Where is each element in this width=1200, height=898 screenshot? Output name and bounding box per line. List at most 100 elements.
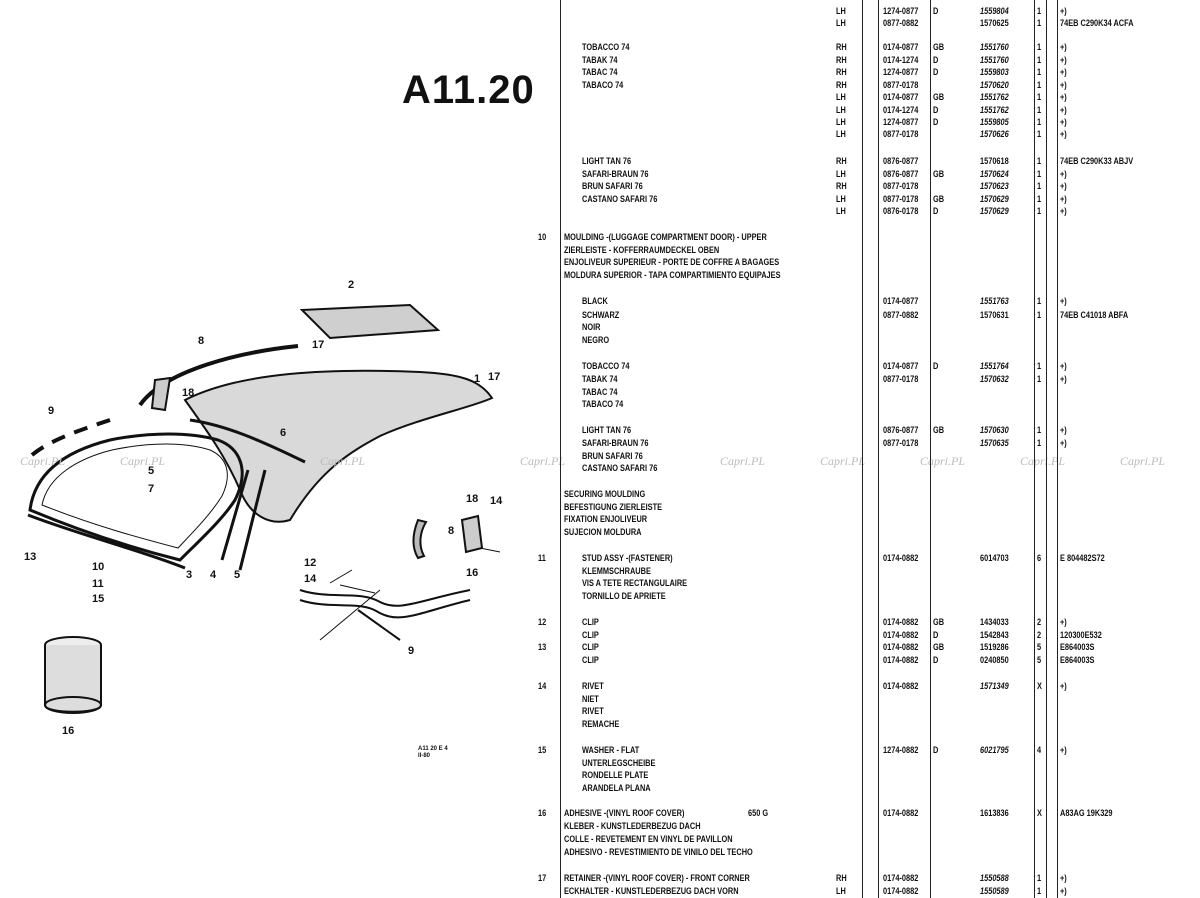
table-cell-item: 12 (538, 617, 547, 627)
column-rule (930, 0, 931, 898)
table-cell-date: 0174-0882 (883, 886, 919, 896)
table-cell-qty: 1 (1037, 181, 1042, 191)
table-cell-date: 0174-0877 (883, 42, 919, 52)
table-cell-desc: ECKHALTER - KUNSTLEDERBEZUG DACH VORN (564, 886, 739, 896)
table-cell-part: 1434033 (980, 617, 1009, 627)
table-cell-desc: NEGRO (582, 335, 610, 345)
table-cell-qty: 1 (1037, 296, 1042, 306)
callout-7: 7 (148, 483, 154, 495)
table-cell-part: 1570624 (980, 169, 1009, 179)
callout-3: 3 (186, 569, 192, 581)
table-cell-desc: ARANDELA PLANA (582, 783, 651, 793)
table-cell-part: 1542843 (980, 630, 1009, 640)
callout-17b: 17 (488, 371, 500, 383)
table-cell-mkt: D (933, 361, 939, 371)
table-cell-mkt: D (933, 745, 939, 755)
table-cell-desc: SUJECION MOLDURA (564, 527, 642, 537)
table-cell-qty: 1 (1037, 18, 1042, 28)
table-cell-desc: TABAK 74 (582, 374, 618, 384)
table-cell-note: +) (1060, 169, 1067, 179)
table-cell-side: LH (836, 194, 846, 204)
table-cell-qty: 1 (1037, 310, 1042, 320)
watermark: Capri.PL (720, 454, 766, 468)
table-cell-item: 16 (538, 808, 547, 818)
table-cell-mkt: D (933, 105, 939, 115)
table-cell-item: 10 (538, 232, 547, 242)
table-cell-desc: TABAC 74 (582, 67, 618, 77)
table-cell-desc: TABACO 74 (582, 399, 624, 409)
watermark: Capri.PL (820, 454, 866, 468)
table-cell-note: +) (1060, 206, 1067, 216)
windscreen-frame (28, 432, 244, 562)
table-cell-desc: RIVET (582, 706, 604, 716)
callout-1: 1 (474, 373, 480, 385)
table-cell-mkt: GB (933, 169, 945, 179)
callout-10: 10 (92, 561, 104, 573)
table-cell-desc: MOLDURA SUPERIOR - TAPA COMPARTIMIENTO E… (564, 270, 781, 280)
table-cell-mkt: D (933, 67, 939, 77)
table-cell-part: 0240850 (980, 655, 1009, 665)
table-cell-qty: 1 (1037, 169, 1042, 179)
table-cell-date: 0174-0877 (883, 361, 919, 371)
table-cell-item: 11 (538, 553, 546, 563)
table-cell-part: 1551762 (980, 92, 1009, 102)
table-cell-date: 0174-0882 (883, 553, 919, 563)
watermark: Capri.PL (920, 454, 966, 468)
callout-14a: 14 (304, 573, 317, 585)
table-cell-side: RH (836, 181, 847, 191)
table-cell-desc: VIS A TETE RECTANGULAIRE (582, 578, 688, 588)
callout-11: 11 (92, 578, 104, 590)
table-cell-desc: RETAINER -(VINYL ROOF COVER) - FRONT COR… (564, 873, 750, 883)
table-cell-desc: NIET (582, 694, 599, 704)
watermark: Capri.PL (1120, 454, 1166, 468)
table-cell-part: 1570623 (980, 181, 1009, 191)
table-cell-note: +) (1060, 617, 1067, 627)
moulding-lower (27, 513, 186, 570)
table-cell-desc: TORNILLO DE APRIETE (582, 591, 666, 601)
table-cell-part: 1551764 (980, 361, 1009, 371)
table-cell-part: 1571349 (980, 681, 1009, 691)
table-cell-part: 1613836 (980, 808, 1009, 818)
callout-15: 15 (92, 593, 104, 605)
table-cell-date: 0877-0178 (883, 194, 919, 204)
table-cell-desc: SECURING MOULDING (564, 489, 646, 499)
callout-13: 13 (24, 551, 36, 563)
table-cell-mkt: GB (933, 42, 945, 52)
table-cell-part: 1570620 (980, 80, 1009, 90)
table-cell-qty: 1 (1037, 129, 1042, 139)
table-cell-date: 1274-0877 (883, 117, 919, 127)
table-cell-part: 1570631 (980, 310, 1009, 320)
table-cell-qty: 1 (1037, 156, 1042, 166)
table-cell-side: LH (836, 129, 846, 139)
table-cell-part: 1570635 (980, 438, 1009, 448)
table-cell-qty: 1 (1037, 42, 1042, 52)
table-cell-note: +) (1060, 42, 1067, 52)
table-cell-qty: 1 (1037, 425, 1042, 435)
table-cell-side: LH (836, 169, 846, 179)
table-cell-desc: CASTANO SAFARI 76 (582, 463, 658, 473)
table-cell-mkt: GB (933, 92, 945, 102)
table-cell-desc: TABAK 74 (582, 55, 618, 65)
table-cell-desc: FIXATION ENJOLIVEUR (564, 514, 648, 524)
callout-5b: 5 (148, 465, 154, 477)
table-cell-note: +) (1060, 117, 1067, 127)
table-cell-date: 1274-0877 (883, 6, 919, 16)
table-cell-qty: 1 (1037, 6, 1042, 16)
table-cell-desc: SAFARI-BRAUN 76 (582, 438, 649, 448)
watermark: Capri.PL (520, 454, 566, 468)
table-cell-side: RH (836, 873, 847, 883)
table-cell-date: 0877-0882 (883, 310, 919, 320)
table-cell-date: 0174-0882 (883, 873, 919, 883)
table-cell-note: +) (1060, 181, 1067, 191)
callout-17a: 17 (312, 339, 324, 351)
column-rule (1034, 0, 1035, 898)
table-cell-item: 14 (538, 681, 547, 691)
callout-16a: 16 (466, 567, 478, 579)
table-cell-side: RH (836, 42, 847, 52)
table-cell-part: 1551762 (980, 105, 1009, 115)
table-cell-desc: ADHESIVE -(VINYL ROOF COVER) (564, 808, 685, 818)
table-cell-part: 1559805 (980, 117, 1009, 127)
table-cell-qty: 1 (1037, 80, 1042, 90)
table-cell-mkt: GB (933, 194, 945, 204)
table-cell-note: +) (1060, 92, 1067, 102)
